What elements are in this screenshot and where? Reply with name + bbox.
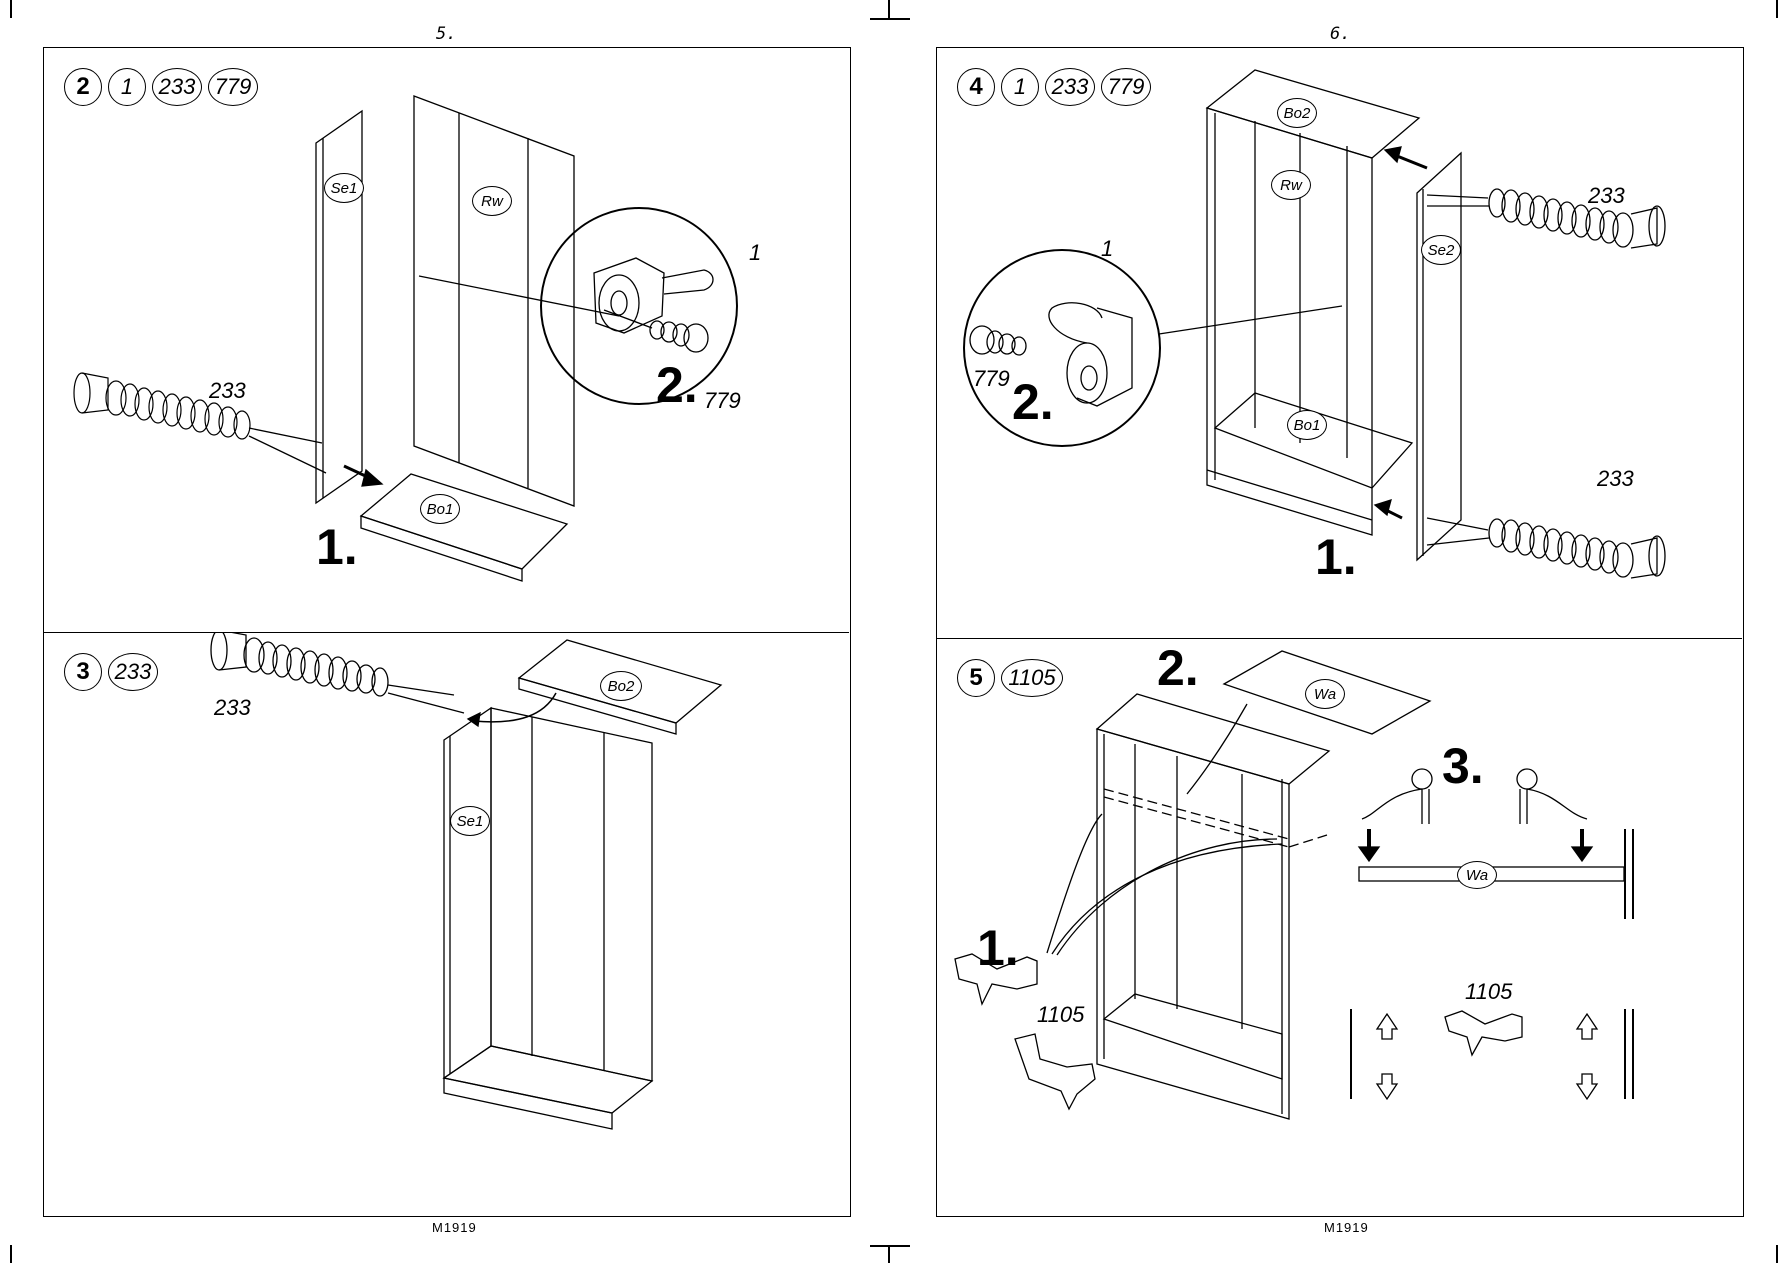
part-label-bo2: Bo2 [600,671,642,701]
step-2-illustration [73,95,738,582]
screw-779 [969,325,1027,356]
sub-step-1: 1. [316,519,358,575]
part-label-bo2: Bo2 [1277,98,1317,128]
part-badge: 233 [152,68,202,106]
step-4-badges: 4 1 233 779 [957,68,1151,106]
dowel-233 [73,372,251,440]
dowel-233 [210,633,389,697]
support-1105-b [1014,1033,1096,1111]
step-5-panel: 5 1105 [937,638,1742,1215]
carcass [443,706,492,1080]
page-5: 5. 2 1 233 779 [0,0,893,1263]
step-number-badge: 3 [64,653,102,691]
callout-1: 1 [749,240,762,265]
step-number-badge: 2 [64,68,102,106]
page-number: 6. [1330,24,1351,44]
step-2-panel: 2 1 233 779 [44,48,849,632]
callout-233: 233 [1597,466,1634,491]
part-badge: 779 [1101,68,1151,106]
page-frame: 2 1 233 779 [43,47,851,1217]
step-4-panel: 4 1 233 779 [937,48,1742,638]
part-badge: 1105 [1001,659,1063,697]
side-panel-se1 [315,109,363,505]
part-badge: 233 [108,653,158,691]
sub-step-2: 2. [656,357,698,413]
step-number-badge: 4 [957,68,995,106]
step-number-badge: 5 [957,659,995,697]
dowel-233-top [1488,188,1666,249]
step-5-badges: 5 1105 [957,659,1063,697]
part-badge: 779 [208,68,258,106]
part-label-se1: Se1 [324,173,364,203]
crop-mark [10,1245,12,1263]
part-badge: 233 [1045,68,1095,106]
callout-779: 779 [973,366,1010,391]
crop-mark [1776,1245,1778,1263]
part-label-wa-detail: Wa [1457,861,1497,889]
part-badge: 1 [1001,68,1039,106]
step-3-badges: 3 233 [64,653,158,691]
step-2-badges: 2 1 233 779 [64,68,258,106]
step-3-panel: 3 233 [44,632,849,1215]
part-label-bo1: Bo1 [1287,410,1327,440]
part-label-se2: Se2 [1421,235,1461,265]
detail-circle [963,249,1161,447]
step-3-illustration [210,633,723,1130]
callout-779: 779 [704,388,741,413]
sub-step-1: 1. [1315,529,1357,585]
callout-233: 233 [214,695,251,720]
part-label-wa: Wa [1305,679,1345,709]
back-panel-rw [413,95,575,507]
bottom-panel-bo1 [359,473,569,570]
part-label-rw: Rw [1271,170,1311,200]
crop-mark [870,18,910,20]
crop-mark [10,0,12,18]
part-badge: 1 [108,68,146,106]
footer-code: M1919 [1324,1220,1369,1235]
shelf-wa [1222,650,1432,735]
screw-779 [649,320,709,353]
callout-233: 233 [209,378,246,403]
footer-code: M1919 [432,1220,477,1235]
crop-mark [888,0,890,18]
callout-1105: 1105 [1037,1002,1085,1027]
support-1105-c [1444,1010,1523,1057]
part-label-se1: Se1 [450,806,490,836]
dowel-233-bottom [1488,518,1666,579]
callout-233: 233 [1588,183,1625,208]
part-label-bo1: Bo1 [420,494,460,524]
sub-step-1: 1. [977,920,1019,976]
crop-mark [888,1245,890,1263]
crop-mark [870,1245,910,1247]
sub-step-2: 2. [1157,640,1199,696]
callout-1105: 1105 [1465,979,1513,1004]
page-frame: 4 1 233 779 [936,47,1744,1217]
page-number: 5. [436,24,457,44]
part-label-rw: Rw [472,186,512,216]
support-1105-a [954,953,1038,1006]
page-6: 6. 4 1 233 779 [894,0,1787,1263]
step-4-illustration [963,69,1666,579]
step-5-illustration [954,650,1634,1120]
crop-mark [1776,0,1778,18]
side-panel-se2 [1416,151,1462,562]
sub-step-3: 3. [1442,738,1484,794]
detail-circle [540,207,738,405]
callout-1: 1 [1101,236,1114,261]
sub-step-2: 2. [1012,374,1054,430]
